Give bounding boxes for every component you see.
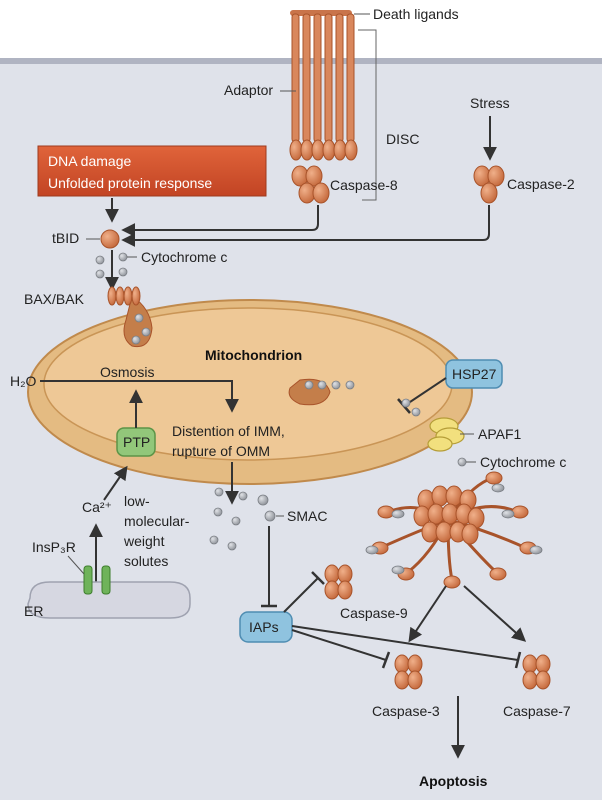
stress-label: Stress	[470, 95, 510, 111]
apaf1-protein	[427, 417, 465, 452]
lmw-label-1: low-	[124, 493, 150, 509]
apoptosome-to-caspase-3	[408, 585, 447, 643]
smac-label: SMAC	[287, 508, 327, 524]
caspase-9-protein	[324, 564, 353, 600]
caspase-2-label: Caspase-2	[507, 176, 575, 192]
h2o-arrow	[40, 380, 239, 413]
apaf1-label: APAF1	[478, 426, 522, 442]
apoptosome-to-caspase-7	[463, 585, 527, 642]
cytochrome-c-label-right: Cytochrome c	[480, 454, 566, 470]
caspase-7-protein	[522, 654, 551, 690]
cytochrome-c-right-dot	[457, 457, 467, 467]
iaps-label: IAPs	[249, 619, 279, 635]
caspase-8-to-tbid-arrow	[121, 205, 319, 237]
disc-label: DISC	[386, 131, 419, 147]
distention-label-2: rupture of OMM	[172, 443, 270, 459]
distention-label-1: Distention of IMM,	[172, 423, 285, 439]
bax-bak-label: BAX/BAK	[24, 291, 85, 307]
smac-proteins	[257, 494, 276, 522]
adaptor-label: Adaptor	[224, 82, 273, 98]
lmw-label-2: molecular-	[124, 513, 190, 529]
plasma-membrane	[0, 58, 602, 64]
caspase-8-label: Caspase-8	[330, 177, 398, 193]
dna-damage-box	[37, 145, 267, 197]
cytochrome-c-outside	[401, 398, 421, 417]
osmosis-label: Osmosis	[100, 364, 154, 380]
tbid-protein	[100, 229, 120, 249]
unfolded-protein-label: Unfolded protein response	[48, 175, 212, 191]
er-label: ER	[24, 603, 43, 619]
caspase-7-label: Caspase-7	[503, 703, 571, 719]
disc-bracket	[358, 29, 377, 201]
iaps-inhibit-caspase-7	[291, 625, 519, 661]
caspase-3-label: Caspase-3	[372, 703, 440, 719]
insp3r-channel	[83, 565, 111, 595]
hsp27-label: HSP27	[452, 366, 497, 382]
ptp-label: PTP	[123, 434, 150, 450]
hsp27-box	[445, 359, 503, 389]
bax-bak-protein	[107, 286, 141, 306]
h2o-label: H₂O	[10, 373, 37, 389]
mitochondrion-label: Mitochondrion	[205, 347, 302, 363]
caspase-9-label: Caspase-9	[340, 605, 408, 621]
apoptosome	[365, 471, 543, 589]
endoplasmic-reticulum	[27, 581, 191, 619]
cytochrome-c-dots-top	[95, 252, 128, 279]
caspase-2-to-tbid-arrow	[121, 205, 490, 247]
death-receptor-complex	[289, 10, 358, 161]
cytochrome-c-label-top: Cytochrome c	[141, 249, 227, 265]
lmw-label-3: weight	[123, 533, 165, 549]
cytochrome-c-in-mito	[131, 313, 355, 390]
iaps-inhibit-caspase-9	[283, 577, 319, 613]
cytochrome-c-released	[209, 487, 248, 551]
iaps-inhibit-caspase-3	[291, 629, 387, 661]
death-ligands-label: Death ligands	[373, 6, 459, 22]
insp3r-label: InsP₃R	[32, 539, 76, 555]
tbid-label: tBID	[52, 230, 79, 246]
apoptosis-label: Apoptosis	[419, 773, 488, 789]
lmw-label-4: solutes	[124, 553, 168, 569]
caspase-8-complex	[291, 165, 330, 204]
caspase-2-complex	[473, 165, 505, 204]
caspase-3-protein	[394, 654, 423, 690]
dna-damage-label: DNA damage	[48, 153, 131, 169]
ca2-label: Ca²⁺	[82, 499, 112, 515]
